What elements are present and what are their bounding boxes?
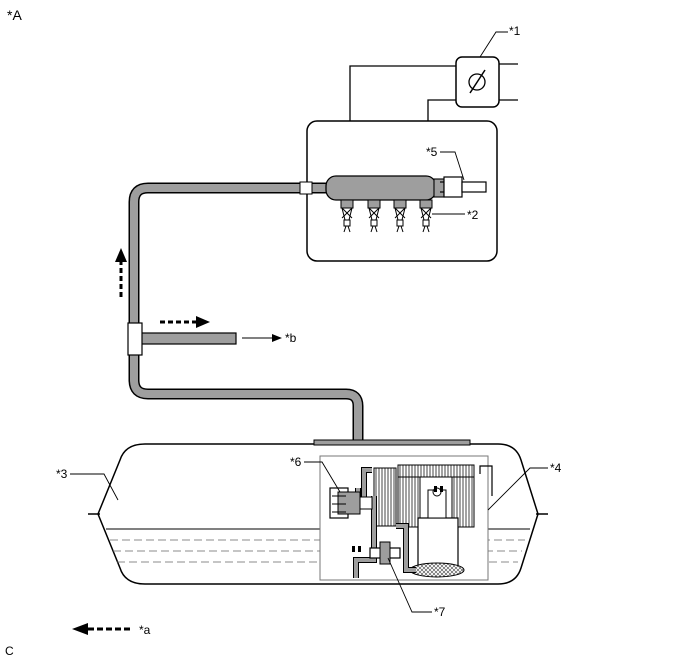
pressure-regulator	[329, 487, 373, 519]
label-a: *a	[139, 623, 151, 637]
branch-pipe	[127, 322, 237, 356]
figure-id: *A	[7, 7, 22, 23]
label-3: *3	[56, 467, 68, 481]
corner-code: C	[5, 644, 14, 658]
label-b: *b	[285, 331, 297, 345]
throttle-valve-icon	[455, 56, 518, 108]
label-7: *7	[434, 605, 446, 619]
label-6: *6	[290, 455, 302, 469]
flow-arrow-icon	[72, 248, 282, 635]
label-5: *5	[426, 145, 438, 159]
label-4: *4	[550, 461, 562, 475]
label-1: *1	[509, 24, 521, 38]
jet-pump	[369, 541, 401, 565]
fuel-rail	[299, 175, 445, 201]
intake-lines	[349, 65, 456, 122]
fuel-pump-assembly	[319, 455, 493, 581]
leader-lines	[70, 31, 548, 613]
injector-icon	[340, 199, 433, 233]
pressure-sensor	[440, 176, 487, 198]
label-2: *2	[467, 208, 479, 222]
